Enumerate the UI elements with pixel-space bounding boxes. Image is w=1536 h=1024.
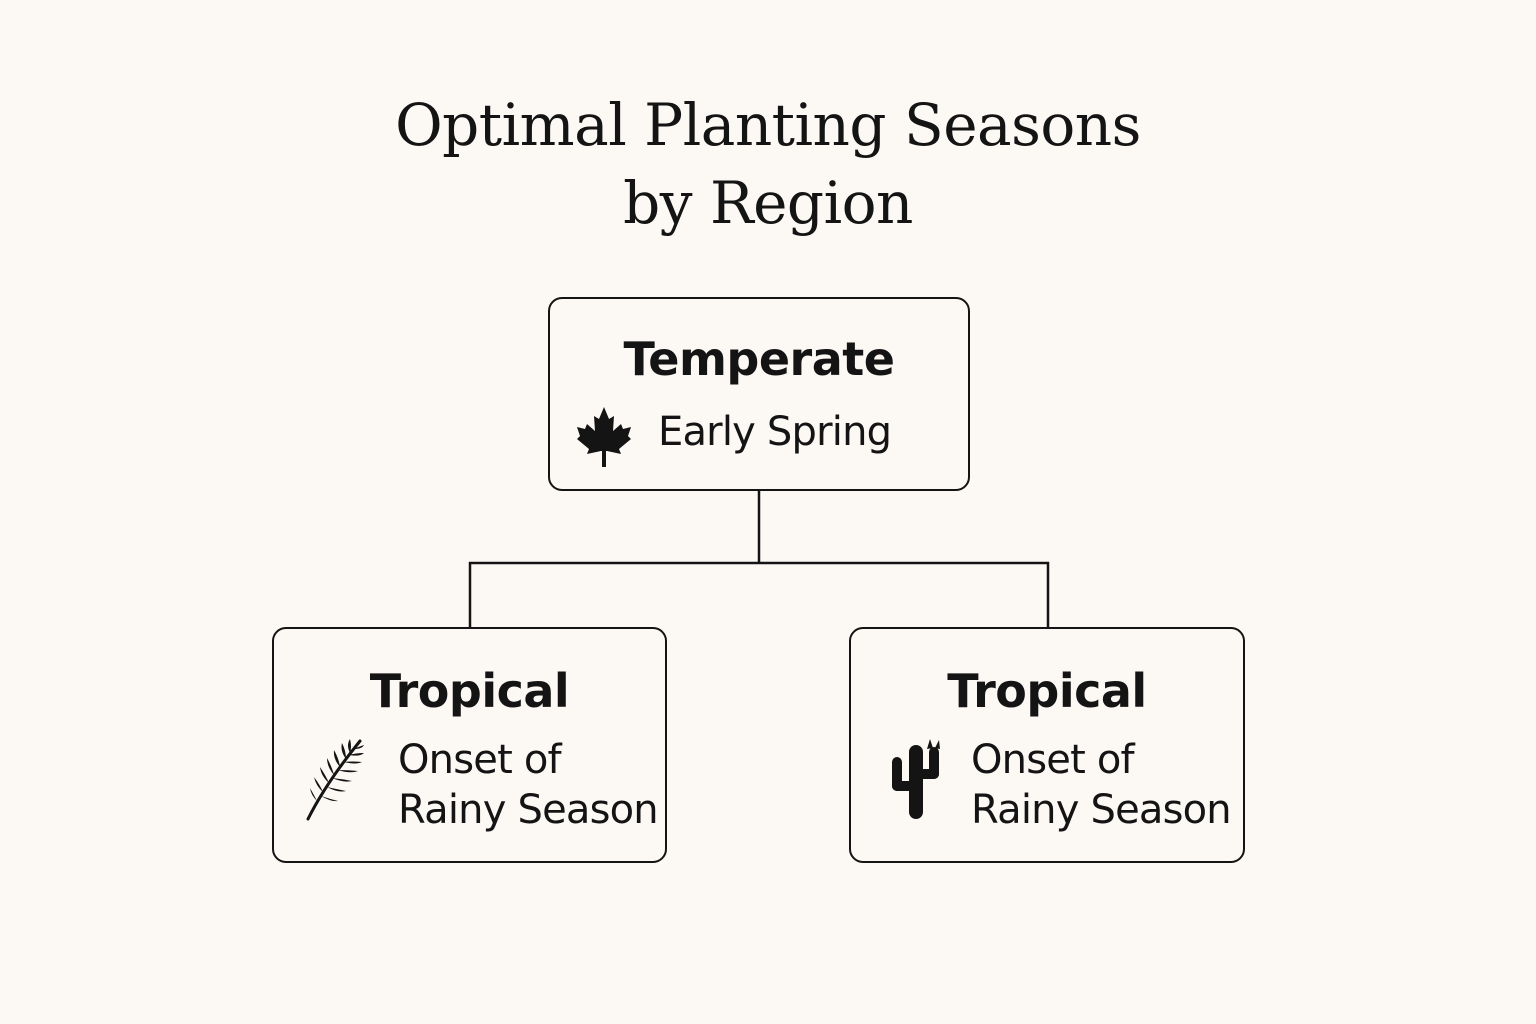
node-tropical-left-season-line-1: Onset of (398, 737, 562, 783)
node-tropical-right-title: Tropical (947, 664, 1147, 718)
node-temperate: Temperate Early Spring (548, 297, 970, 491)
node-tropical-right-season-line-1: Onset of (971, 737, 1135, 783)
node-temperate-season: Early Spring (658, 409, 892, 455)
node-temperate-title: Temperate (623, 332, 895, 386)
diagram-title-line-2: by Region (623, 169, 913, 237)
diagram-title: Optimal Planting Seasons by Region (0, 86, 1536, 242)
node-tropical-left: Tropical Onset of Rainy Season (272, 627, 667, 863)
cactus-icon (892, 739, 940, 819)
node-tropical-right-season: Onset of Rainy Season (971, 735, 1232, 835)
diagram-title-line-1: Optimal Planting Seasons (395, 91, 1141, 159)
node-tropical-right: Tropical Onset of Rainy Season (849, 627, 1245, 863)
node-tropical-left-title: Tropical (369, 664, 570, 718)
node-tropical-left-season-line-2: Rainy Season (398, 787, 659, 833)
node-tropical-left-season: Onset of Rainy Season (398, 735, 659, 835)
palm-leaf-icon (306, 739, 364, 821)
node-tropical-right-season-line-2: Rainy Season (971, 787, 1232, 833)
maple-leaf-icon (577, 407, 631, 467)
